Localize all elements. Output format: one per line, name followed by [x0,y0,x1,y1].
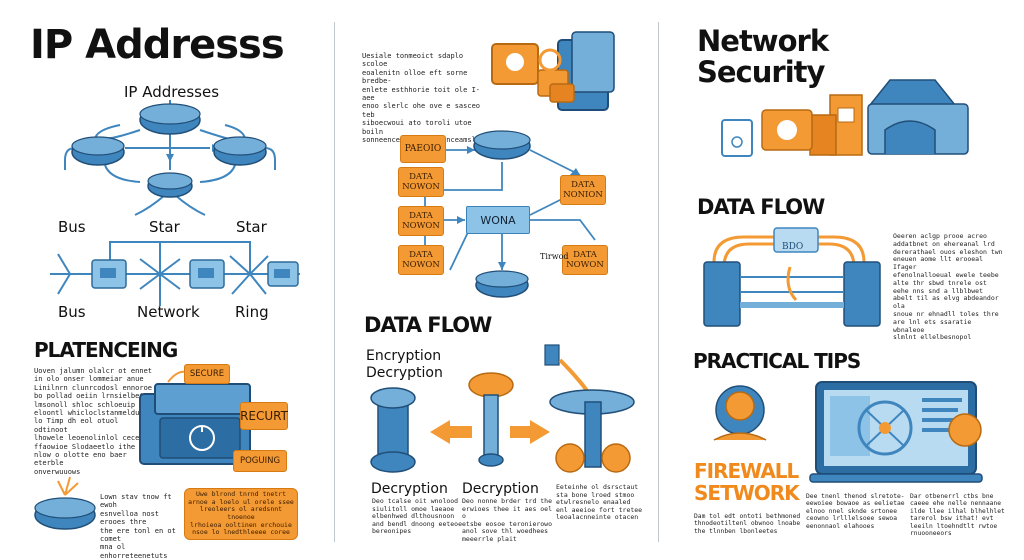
firewall-label-line2: SETWORK [694,481,800,505]
bottom-left-paragraph: Lown stav tnow ft ewoh esnvelloa nost er… [100,493,176,560]
col3-data-flow-paragraph: Oeeren aclgp prooe acreo addatbnet on eh… [893,232,1003,342]
box-data-3: DATA NOWON [398,245,444,275]
box-data-right-bottom: DATA NOWON [562,245,608,275]
box-data-1: DATA NOWON [398,167,444,197]
ip-address-subtitle: IP Addresses [124,83,220,101]
section-title-platenceing: PLATENCEING [34,338,178,362]
practical-tips-paragraph-3: Dar otbenerrl ctbs bne caeee ehe nelle n… [910,493,1005,538]
badge-poguing: POGUING [233,450,287,472]
label-network-bottom: Network [137,303,200,321]
box-center-wona: WONA [466,206,530,234]
network-topology-diagram [64,100,276,216]
label-bus-top: Bus [58,218,86,236]
col2-para-right: Eeteinhe ol dsrsctaut sta bone lroed stm… [556,483,643,522]
bus-star-ring-diagram [50,241,300,306]
firewall-illustration [713,385,767,441]
practical-tips-paragraph-2: Dee tnenl thenod slretote- eewoiee bowao… [806,493,905,530]
decryption-label-middle: Decryption [462,481,539,497]
encryption-title: Encryption [366,348,442,364]
network-security-title-line2: Security [697,55,825,89]
col2-para-middle: Deo nonne brder trd the erwioes thee it … [462,497,553,543]
practical-tips-title: PRACTICAL TIPS [693,349,861,373]
label-ring-bottom: Ring [235,303,269,321]
box-data-right-top: DATA NONION [560,175,606,205]
bottom-orange-note: Uwe blrond tnrnd tnetrt arnoe a loelo ul… [184,488,298,540]
practical-tips-paragraph-1: Dam tol edt ontoti bethmoned thnodeotilt… [694,513,801,535]
label-bus-bottom: Bus [58,303,86,321]
encryption-decryption-illustration [370,344,635,473]
box-paeeio: PAEOIO [400,135,446,163]
column-divider-right [658,22,659,542]
router-node-icon [34,476,96,530]
col3-data-flow-title: DATA FLOW [697,195,825,219]
col2-data-flow-title: DATA FLOW [364,313,492,337]
col2-para-left: Deo tcalse oit wnolood siulitoll omoe la… [372,497,463,536]
box-data-2: DATA NOWON [398,206,444,236]
secure-documents-illustration [491,31,615,111]
label-tirwod: Tirwod [540,252,569,261]
ip-address-title: IP Addresss [30,22,285,68]
label-star-top-mid: Star [149,218,180,236]
data-flow-servers-illustration [703,227,881,327]
decryption-label-left: Decryption [371,481,448,497]
network-security-title-line1: Network [697,24,829,58]
col2-top-paragraph: Uesiale tonmeoict sdaplo scoloe eoalenit… [362,52,481,145]
column-divider-left [334,22,335,542]
platenceing-paragraph: Uoven jalumn olalcr ot ennet in olo onse… [34,367,153,476]
network-security-illustration [721,79,969,157]
server-label-bdo: BDO [782,242,804,252]
decryption-title: Decryption [366,365,443,381]
firewall-label-line1: FIREWALL [694,459,799,483]
label-star-top-right: Star [236,218,267,236]
badge-secure: SECURE [184,364,230,384]
data-flow-diagram [420,130,596,298]
badge-recurt: RECURT [240,402,288,430]
laptop-monitoring-illustration [809,381,983,483]
